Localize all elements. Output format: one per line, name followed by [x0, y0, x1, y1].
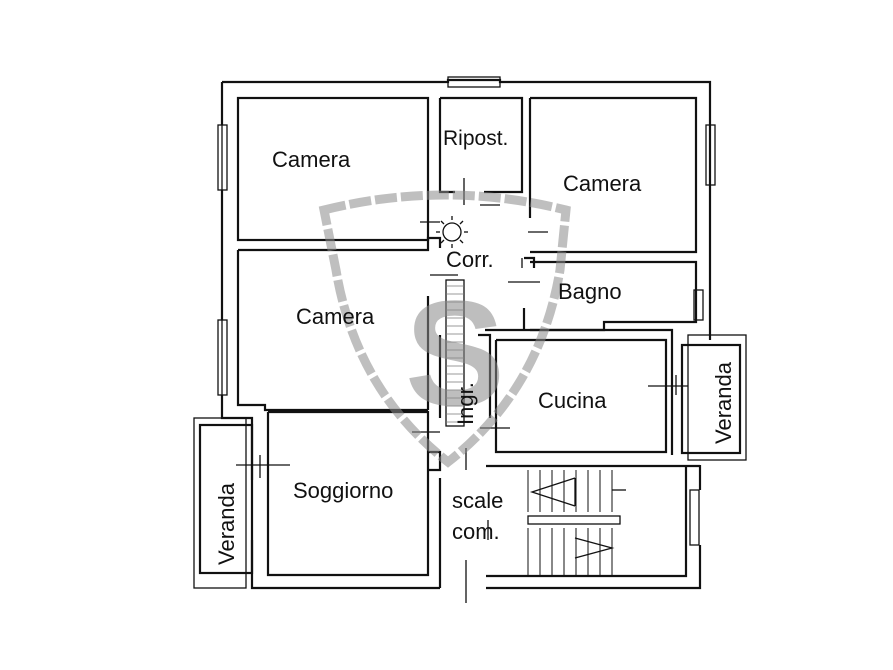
pillar-hatch	[445, 279, 465, 427]
window-right-upper	[705, 124, 716, 186]
room-label-scale-line2: com.	[452, 519, 500, 544]
sun-icon	[436, 216, 468, 248]
room-label-camera-3: Camera	[296, 304, 375, 329]
room-label-soggiorno: Soggiorno	[293, 478, 393, 503]
room-label-ripostiglio: Ripost.	[443, 127, 508, 150]
window-left-upper	[217, 124, 228, 191]
window-stair	[689, 489, 700, 546]
room-label-corridoio: Corr.	[446, 247, 494, 272]
room-label-ingresso: Ingr.	[453, 382, 478, 425]
room-label-camera-1: Camera	[272, 147, 351, 172]
room-label-bagno: Bagno	[558, 279, 622, 304]
shield-logo-icon: S	[318, 190, 571, 468]
staircase	[527, 470, 626, 576]
watermark-letter: S	[405, 269, 505, 437]
window-right-lower	[693, 289, 704, 321]
room-label-camera-2: Camera	[563, 171, 642, 196]
door-marks	[236, 178, 688, 603]
room-label-veranda-right: Veranda	[711, 361, 736, 444]
window-top	[447, 76, 501, 88]
room-label-scale-line1: scale	[452, 488, 503, 513]
window-left-lower	[217, 319, 228, 396]
room-label-veranda-left: Veranda	[214, 482, 239, 565]
room-label-cucina: Cucina	[538, 388, 607, 413]
